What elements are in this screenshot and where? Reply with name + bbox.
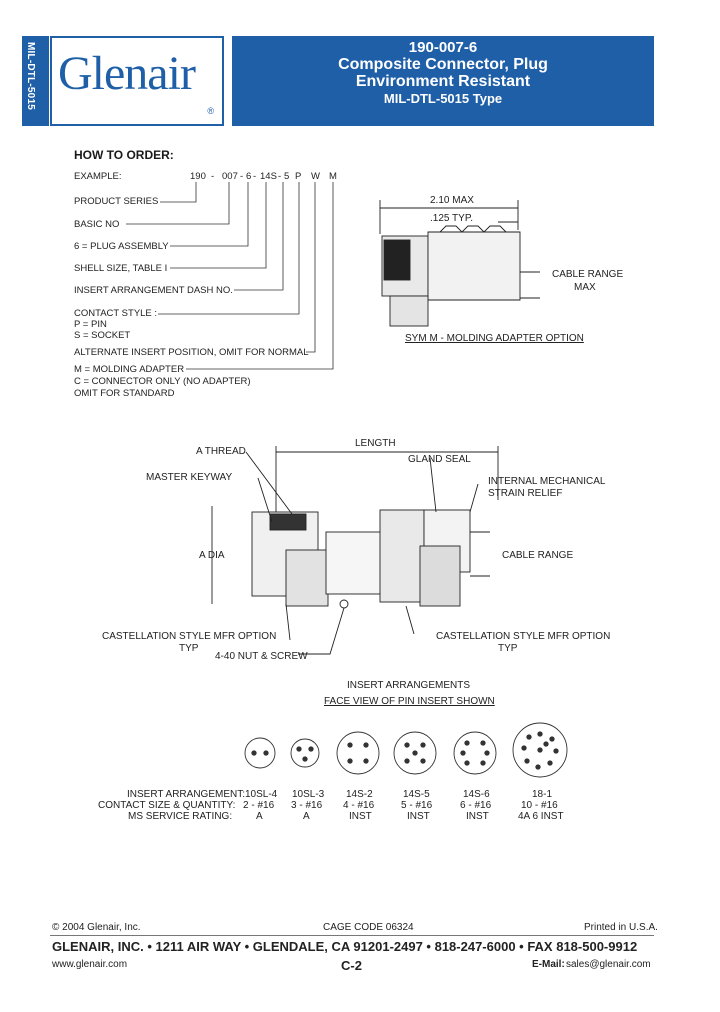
a-thread-label: A THREAD [196,446,246,457]
order-item-insert-arrangement: INSERT ARRANGEMENT DASH NO. [74,285,233,296]
insert-4-arrangement: 14S-6 [463,789,490,800]
order-item-omit-standard: OMIT FOR STANDARD [74,388,175,399]
insert-1-quantity: 3 - #16 [291,800,323,811]
example-part-5: - [253,171,257,182]
footer-website[interactable]: www.glenair.com [52,959,128,970]
side-tab-label: MIL-DTL-5015 [25,42,36,110]
molding-adapter-caption: SYM M - MOLDING ADAPTER OPTION [405,333,584,344]
main-cable-range-label: CABLE RANGE [502,550,574,561]
footer-email-label: E-Mail: [532,959,565,970]
insert-3-quantity: 5 - #16 [401,800,433,811]
example-part-2: 007 [222,171,238,182]
insert-2-arrangement: 14S-2 [346,789,373,800]
insert-10sl-3-face [290,738,320,768]
insert-4-quantity: 6 - #16 [460,800,492,811]
part-number: 190-007-6 [408,39,478,56]
main-connector-drawing [211,446,499,655]
example-part-11: M [329,171,337,182]
order-item-alternate-insert: ALTERNATE INSERT POSITION, OMIT FOR NORM… [74,347,309,358]
inserts-subheading: FACE VIEW OF PIN INSERT SHOWN [324,696,495,707]
example-part-1: - [211,171,215,182]
inserts-heading: INSERT ARRANGEMENTS [347,680,470,691]
insert-2-quantity: 4 - #16 [343,800,375,811]
footer-cage-code: CAGE CODE 06324 [323,922,414,933]
insert-0-rating: A [256,811,263,822]
insert-14s-2-face [336,731,380,775]
gland-seal-label: GLAND SEAL [408,454,471,465]
order-leader-lines [126,182,334,370]
footer-printed: Printed in U.S.A. [584,922,658,933]
title-line-2: Environment Resistant [355,73,531,90]
order-item-molding-adapter: M = MOLDING ADAPTER [74,364,185,375]
internal-strain-label-1: INTERNAL MECHANICAL [488,476,606,487]
order-item-pin: P = PIN [74,319,107,330]
castellation-right-label: CASTELLATION STYLE MFR OPTION [436,631,611,642]
order-item-socket: S = SOCKET [74,330,131,341]
logo-registered: ® [207,106,214,116]
order-item-contact-style: CONTACT STYLE : [74,308,158,319]
title-line-1: Composite Connector, Plug [338,56,548,73]
insert-5-arrangement: 18-1 [532,789,553,800]
insert-10sl-4-face [244,737,276,769]
castellation-right-typ: TYP [498,643,518,654]
example-part-3: - [240,171,244,182]
insert-4-rating: INST [466,811,489,822]
adapter-cable-range: CABLE RANGE [552,269,624,280]
insert-2-rating: INST [349,811,372,822]
row-label-service-rating: MS SERVICE RATING: [128,811,233,822]
order-item-basic-no: BASIC NO [74,219,120,230]
how-to-order-heading: HOW TO ORDER: [74,148,174,162]
example-part-8: 5 [284,171,290,182]
insert-14s-6-face [453,731,497,775]
insert-1-rating: A [303,811,310,822]
example-part-9: P [295,171,302,182]
internal-strain-label-2: STRAIN RELIEF [488,488,563,499]
insert-18-1-face [512,722,568,778]
insert-5-rating: 4A 6 INST [518,811,564,822]
order-item-product-series: PRODUCT SERIES [74,196,159,207]
example-label: EXAMPLE: [74,171,122,182]
row-label-arrangement: INSERT ARRANGEMENT: [127,789,245,800]
order-item-plug-assembly: 6 = PLUG ASSEMBLY [74,241,169,252]
length-label: LENGTH [355,438,396,449]
a-dia-label: A DIA [199,550,225,561]
castellation-left-typ: TYP [179,643,199,654]
example-part-6: 14S [260,171,277,182]
logo-wordmark: Glenair [58,47,196,100]
footer-email[interactable]: sales@glenair.com [566,959,651,970]
example-part-7: - [278,171,282,182]
order-item-shell-size: SHELL SIZE, TABLE I [74,263,168,274]
example-part-0: 190 [190,171,206,182]
footer-address: GLENAIR, INC. • 1211 AIR WAY • GLENDALE,… [52,939,638,954]
insert-3-arrangement: 14S-5 [403,789,430,800]
side-tab: MIL-DTL-5015 [22,36,49,126]
title-line-3: MIL-DTL-5015 Type [383,91,503,106]
dim-125-typ: .125 TYP. [430,213,473,224]
insert-0-arrangement: 10SL-4 [245,789,278,800]
dim-2-10-max: 2.10 MAX [430,195,474,206]
footer-page-number: C-2 [341,958,362,973]
example-part-10: W [311,171,320,182]
adapter-cable-max: MAX [574,282,596,293]
master-keyway-label: MASTER KEYWAY [146,472,233,483]
insert-5-quantity: 10 - #16 [521,800,558,811]
example-part-4: 6 [246,171,252,182]
insert-face-views [244,722,568,778]
insert-1-arrangement: 10SL-3 [292,789,325,800]
footer-copyright: © 2004 Glenair, Inc. [52,922,141,933]
insert-0-quantity: 2 - #16 [243,800,275,811]
order-item-connector-only: C = CONNECTOR ONLY (NO ADAPTER) [74,376,251,387]
footer-divider [50,935,654,936]
molding-adapter-drawing [379,200,540,327]
insert-14s-5-face [393,731,437,775]
row-label-contact-size: CONTACT SIZE & QUANTITY: [98,800,236,811]
castellation-left-label: CASTELLATION STYLE MFR OPTION [102,631,277,642]
insert-3-rating: INST [407,811,430,822]
title-block: 190-007-6 Composite Connector, Plug Envi… [232,36,654,126]
glenair-logo: Glenair ® [50,36,224,126]
nut-screw-label: 4-40 NUT & SCREW [215,651,308,662]
